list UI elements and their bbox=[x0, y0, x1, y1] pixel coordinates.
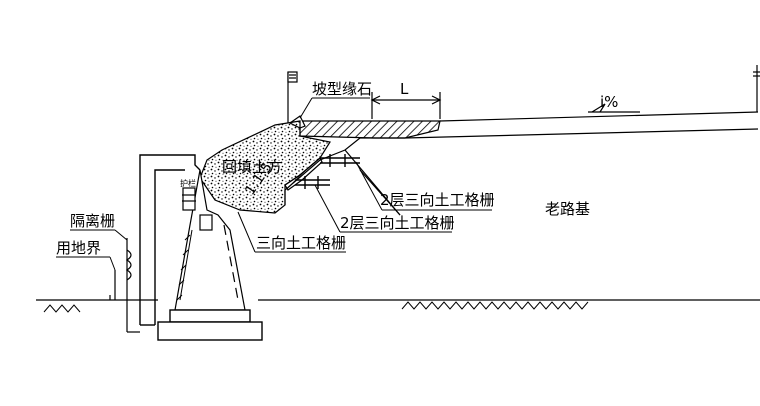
label-geogrid-single: 三向土工格栅 bbox=[256, 234, 346, 252]
retaining-wall bbox=[139, 154, 201, 326]
label-slope-percent: i% bbox=[600, 93, 618, 111]
ground-hatch-left bbox=[43, 304, 81, 313]
isolation-fence bbox=[125, 238, 140, 333]
new-pavement-layer bbox=[299, 120, 441, 139]
label-land-boundary: 用地界 bbox=[56, 239, 101, 257]
guardrail-post bbox=[182, 187, 196, 211]
sign-post bbox=[287, 71, 298, 123]
slope-indicator bbox=[588, 103, 640, 113]
gravity-wall bbox=[174, 169, 246, 311]
label-isolation-fence: 隔离栅 bbox=[70, 212, 115, 230]
geogrid-upper bbox=[320, 154, 360, 167]
ground-hatch-right bbox=[401, 301, 589, 310]
step-cut-slopes bbox=[284, 137, 405, 216]
label-curb-stone: 坡型缘石 bbox=[312, 80, 372, 98]
label-old-subgrade: 老路基 bbox=[545, 200, 590, 218]
width-dimension bbox=[370, 92, 442, 119]
label-geogrid-two-lower: 2层三向土工格栅 bbox=[340, 214, 455, 232]
label-width-L: L bbox=[400, 80, 409, 98]
wall-dashed-line bbox=[223, 224, 239, 301]
land-boundary-marker bbox=[109, 270, 116, 300]
wall-footing bbox=[157, 309, 263, 341]
leader-lines bbox=[56, 97, 492, 271]
geogrid-lower bbox=[295, 176, 330, 189]
right-sign-post bbox=[753, 65, 760, 112]
label-geogrid-two-upper: 2层三向土工格栅 bbox=[380, 191, 495, 209]
label-backfill: 回填土方 bbox=[222, 158, 282, 176]
old-road-surface bbox=[404, 111, 759, 139]
wall-anchors bbox=[176, 229, 193, 301]
label-guardrail: 护栏 bbox=[180, 178, 196, 188]
drain-pipe bbox=[199, 214, 213, 231]
